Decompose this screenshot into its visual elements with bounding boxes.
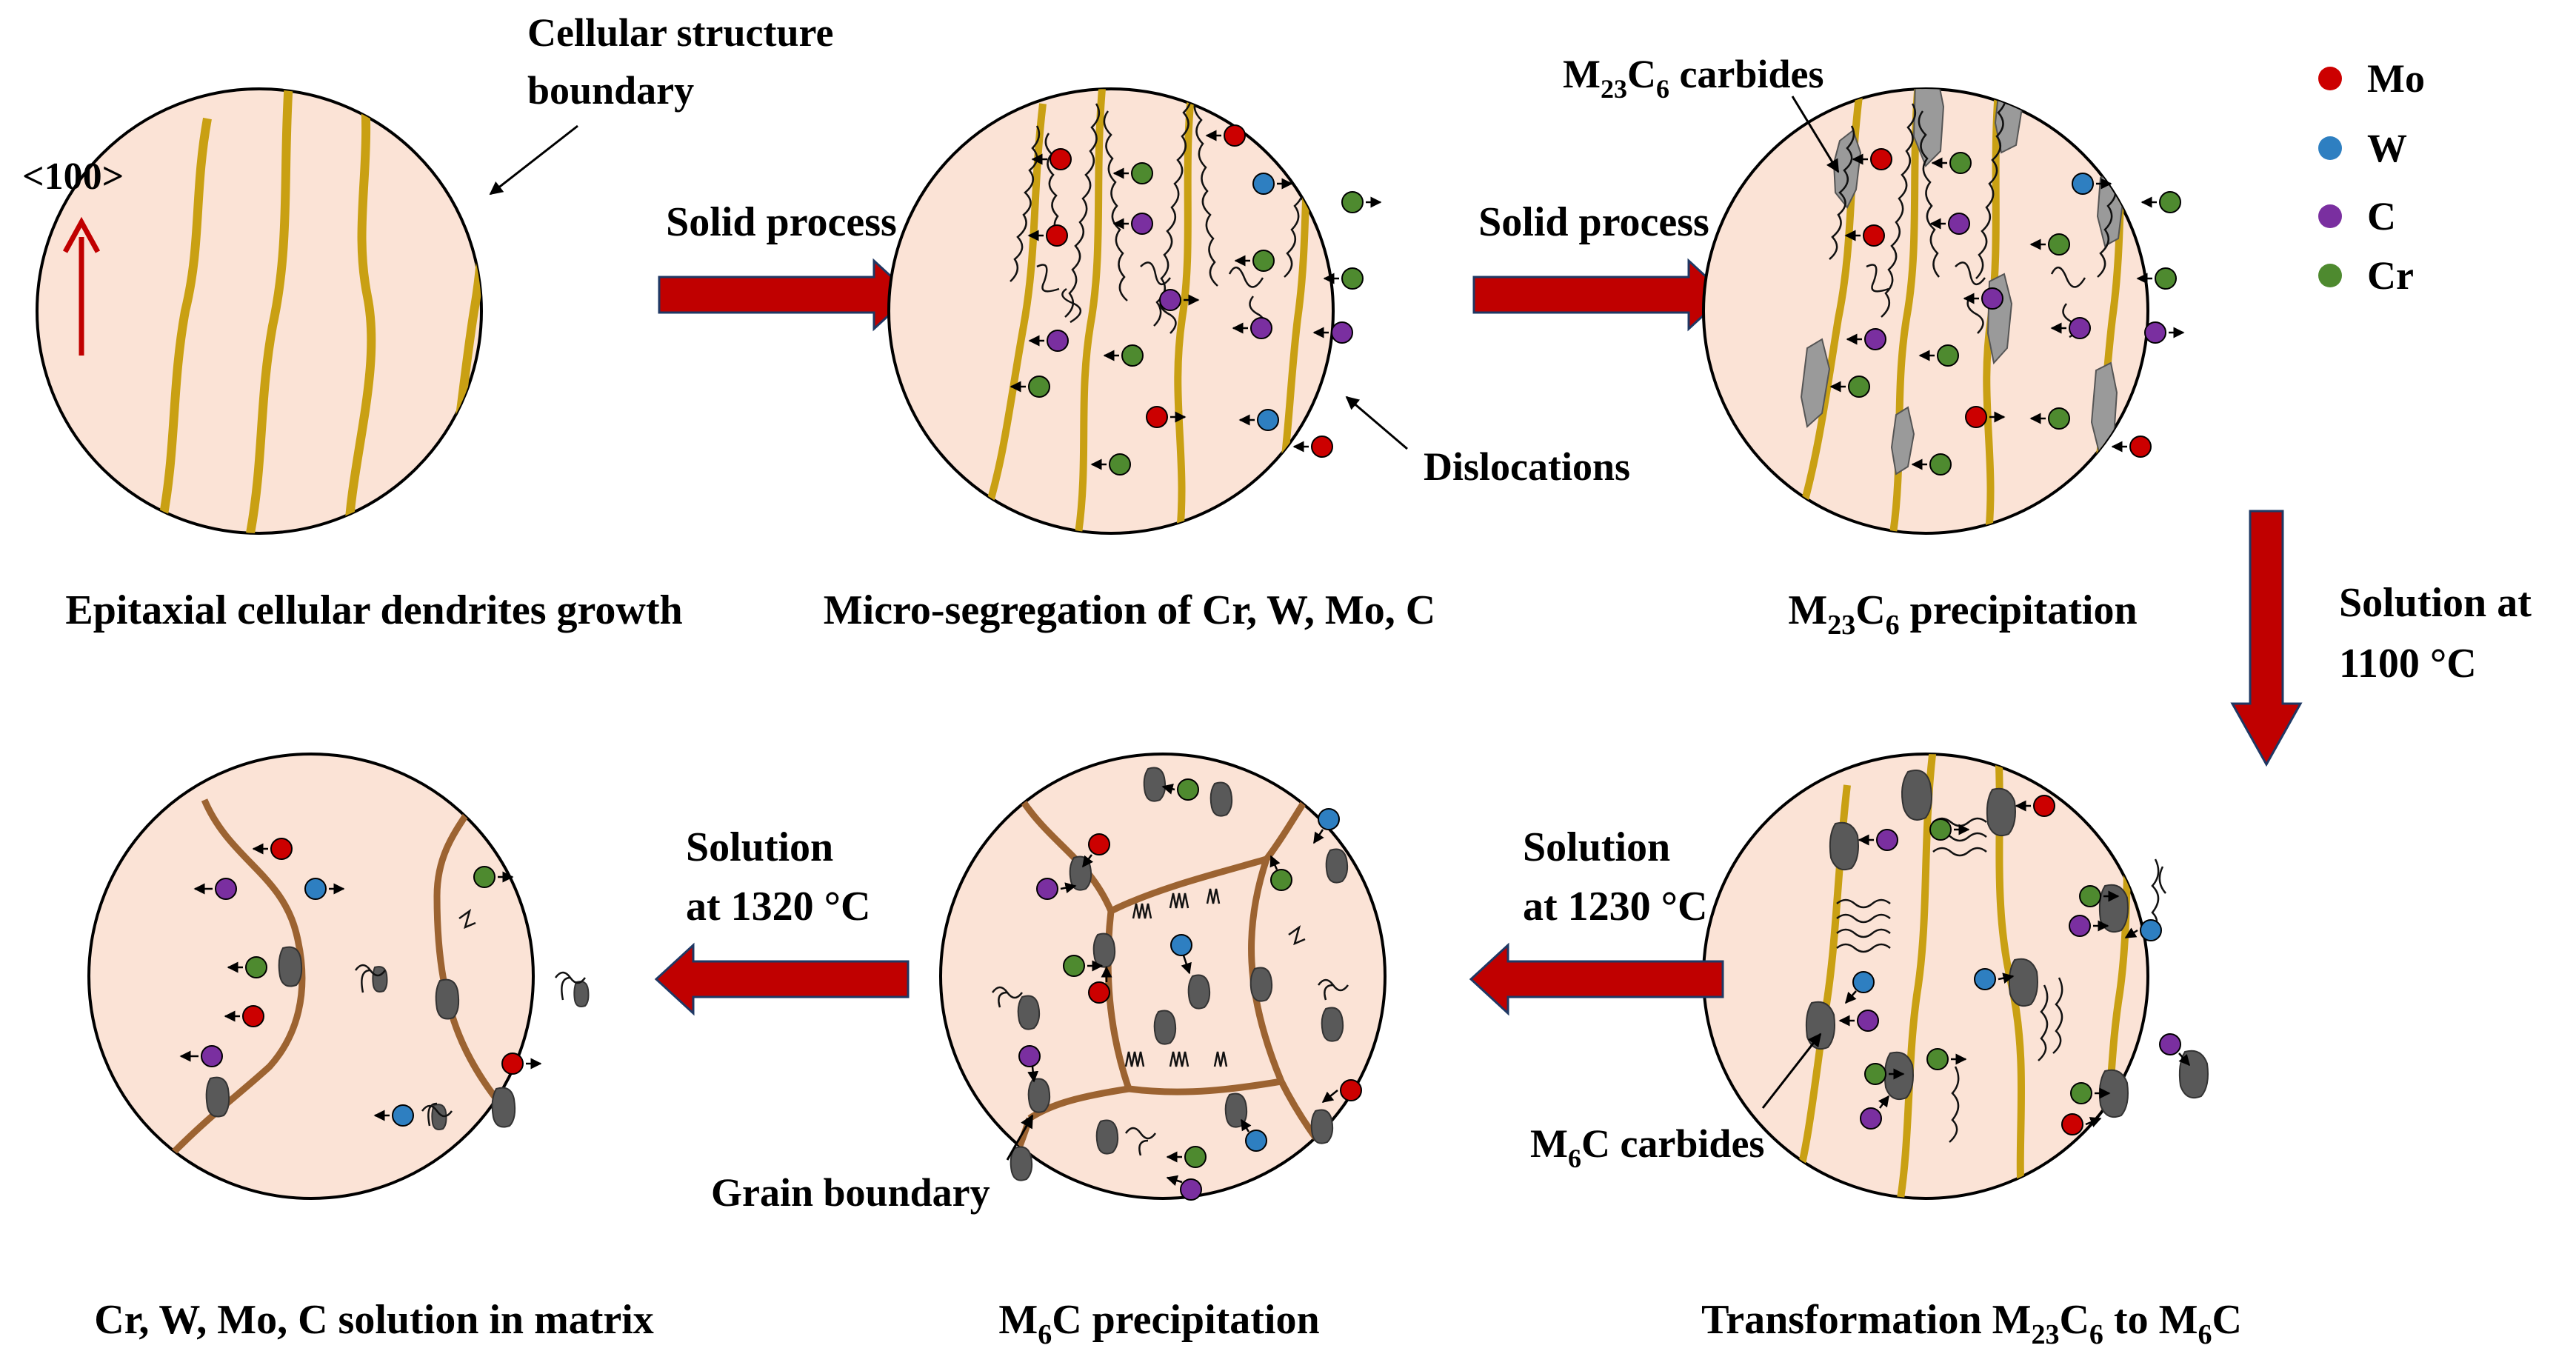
process-label: Solution at 1230 °C [1523, 824, 1707, 930]
m6c-carbides [205, 946, 590, 1130]
legend-item-mo: Mo [2318, 56, 2425, 101]
panel-solution-in-matrix: Cr, W, Mo, C solution in matrix [87, 753, 654, 1343]
dislocation-lines [991, 888, 1349, 1156]
process-label: Solution at 1100 °C [2339, 580, 2542, 687]
element-legend: Mo W C Cr [2318, 56, 2425, 298]
legend-label: Cr [2367, 253, 2414, 298]
legend-label: Mo [2367, 56, 2425, 101]
atoms [1848, 148, 2181, 476]
dislocations-callout: Dislocations [1424, 444, 1630, 489]
legend-swatch [2318, 264, 2342, 287]
grain-boundary-callout: Grain boundary [711, 1170, 990, 1215]
diffusion-arrows [1838, 800, 2190, 1127]
diffusion-arrows [1829, 153, 2185, 470]
process-arrow [1469, 942, 1724, 1016]
atoms [1852, 795, 2181, 1135]
grain-boundary [1128, 1078, 1282, 1095]
m23c6-callout: M23C6 carbides [1563, 52, 1823, 104]
cell-boundary [1075, 89, 1106, 533]
grain-boundary [1027, 1085, 1129, 1121]
process-arrow [658, 258, 913, 332]
atoms [1018, 778, 1362, 1201]
cell-boundary [159, 117, 212, 520]
diffusion-arrows [1027, 783, 1338, 1187]
panel-caption: Micro-segregation of Cr, W, Mo, C [824, 587, 1435, 633]
legend-item-cr: Cr [2318, 253, 2414, 298]
grain-boundary [1109, 855, 1268, 915]
panel-m23c6-precipitation: M23C6 carbides M23C6 precipitation [1563, 52, 2185, 641]
callout-leader [1345, 396, 1408, 450]
cell-boundary-callout: Cellular structure boundary [527, 10, 844, 113]
process-label: Solid process [666, 199, 897, 245]
callout-leader [1761, 1033, 1822, 1109]
m6c-carbides [1805, 770, 2209, 1118]
legend-item-w: W [2318, 126, 2407, 170]
panel-epitaxial-growth: <100> Cellular structure boundary Epitax… [22, 10, 844, 633]
arrow-solid-process-1: Solid process [658, 199, 913, 332]
cell-boundary [1174, 89, 1196, 533]
legend-swatch [2318, 204, 2342, 228]
matrix-circle [87, 753, 535, 1200]
dislocation-lines [354, 908, 587, 1127]
legend-swatch [2318, 136, 2342, 160]
panel-caption: Cr, W, Mo, C solution in matrix [94, 1297, 654, 1343]
diffusion-arrows [179, 843, 542, 1121]
cell-boundary [1895, 754, 1937, 1198]
grain-boundary [1248, 858, 1285, 1083]
m6c-callout: M6C carbides [1530, 1121, 1764, 1173]
panel-transformation: M6C carbides Transformation M23C6 to M6C [1530, 753, 2242, 1350]
arrow-solid-process-2: Solid process [1472, 199, 1728, 332]
panel-caption: M6C precipitation [998, 1297, 1319, 1350]
process-arrow [2230, 510, 2303, 767]
atoms [201, 838, 524, 1127]
diffusion-arrows [1010, 130, 1382, 470]
panel-micro-segregation: Dislocations Micro-segregation of Cr, W,… [824, 87, 1630, 633]
panel-caption: Epitaxial cellular dendrites growth [65, 587, 682, 633]
arrow-solution-1100: Solution at 1100 °C [2230, 510, 2542, 767]
cell-boundary [344, 89, 376, 533]
panel-caption: M23C6 precipitation [1788, 587, 2137, 641]
process-arrow [654, 942, 910, 1016]
arrow-solution-1320: Solution at 1320 °C [654, 824, 910, 1016]
arrow-solution-1230: Solution at 1230 °C [1469, 824, 1724, 1016]
grain-boundary [1019, 798, 1115, 913]
panel-caption: Transformation M23C6 to M6C [1701, 1297, 2242, 1350]
process-label: Solution at 1320 °C [686, 824, 870, 930]
process-label: Solid process [1478, 199, 1709, 245]
atoms [1028, 124, 1364, 476]
callout-leader [1791, 96, 1840, 173]
process-arrow [1472, 258, 1728, 332]
matrix-circle [36, 87, 483, 535]
callout-leader [489, 124, 578, 196]
cell-boundary [2197, 807, 2229, 1170]
legend-swatch [2318, 67, 2342, 90]
cell-boundary [246, 89, 293, 533]
callout-leader [1006, 1114, 1034, 1161]
direction-label: <100> [22, 156, 124, 198]
growth-direction-arrowhead [62, 216, 101, 253]
m6c-carbides [1010, 767, 1349, 1181]
legend-label: W [2367, 126, 2407, 170]
matrix-circle [887, 87, 1335, 535]
panel-m6c-precipitation: Grain boundary M6C precipitation [711, 753, 1387, 1350]
cell-boundary [981, 103, 1047, 520]
legend-item-c: C [2318, 194, 2396, 238]
legend-label: C [2367, 194, 2396, 238]
